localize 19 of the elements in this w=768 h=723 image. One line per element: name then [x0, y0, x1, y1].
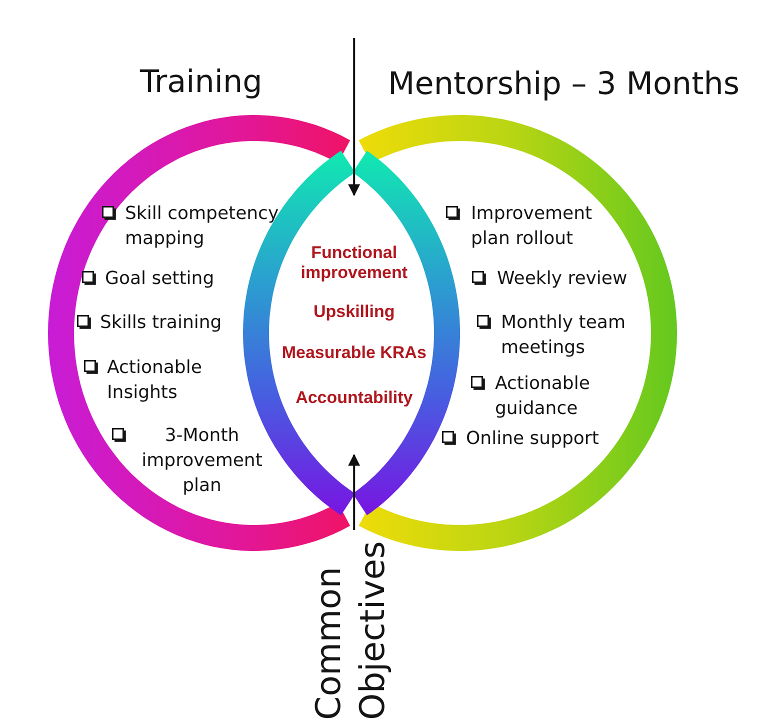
- checklist-item: Skills training: [100, 310, 223, 334]
- circle-heading: Mentorship – 3 Months: [388, 66, 741, 102]
- overlap-label: Functional improvement: [300, 243, 409, 283]
- vertical-caption: Common Objectives: [307, 530, 396, 720]
- overlap-label: Accountability: [294, 388, 414, 408]
- checklist-item: Weekly review: [497, 266, 628, 290]
- circle-heading: Training: [140, 64, 264, 100]
- arrow: [348, 38, 360, 196]
- checklist-item: Actionable guidance: [495, 372, 591, 420]
- arrow: [348, 454, 360, 530]
- checklist-item: Online support: [466, 426, 600, 450]
- checklist-item: Actionable Insights: [107, 356, 203, 404]
- overlap-label: Measurable KRAs: [280, 343, 428, 363]
- checklist-item: 3-Month improvement plan: [140, 424, 264, 498]
- checklist-item: Goal setting: [105, 266, 216, 290]
- checklist-item: Monthly team meetings: [501, 310, 626, 360]
- overlap-label: Upskilling: [312, 302, 396, 322]
- checklist-item: Skill competency mapping: [125, 202, 280, 250]
- checklist-item: Improvement plan rollout: [471, 202, 594, 250]
